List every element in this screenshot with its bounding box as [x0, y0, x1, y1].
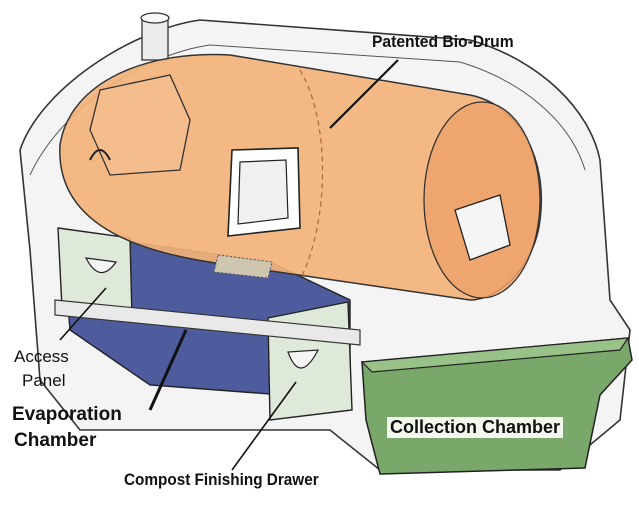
- screen-grate: [213, 254, 273, 279]
- label-access-panel-line2: Panel: [22, 371, 66, 390]
- collection-chamber: [361, 337, 633, 475]
- label-collection-chamber: Collection Chamber: [387, 417, 564, 438]
- label-evaporation-line1: Evaporation: [12, 404, 122, 425]
- collection-chamber-rim: [360, 337, 630, 373]
- access-panel-handle: [84, 257, 118, 274]
- leader-access-panel: [59, 287, 107, 341]
- label-evaporation-line2: Chamber: [14, 430, 97, 451]
- bio-drum-hatch-handle: [89, 149, 111, 161]
- drum-crank-handle: [454, 194, 511, 261]
- vent-cap: [140, 12, 170, 24]
- bio-drum-band: [299, 69, 324, 281]
- base-rail: [54, 299, 361, 346]
- compost-drawer-handle: [287, 349, 320, 369]
- leader-evaporation: [148, 329, 188, 411]
- vent-stack: [141, 17, 169, 61]
- label-bio-drum: Patented Bio-Drum: [372, 32, 514, 51]
- label-access-panel-line1: Access: [14, 347, 69, 366]
- bio-drum-top-hatch: [89, 74, 191, 176]
- leader-compost-drawer: [231, 381, 297, 471]
- label-compost-drawer: Compost Finishing Drawer: [124, 470, 319, 489]
- bio-drum-end-cap: [423, 101, 541, 299]
- leader-bio-drum: [329, 59, 399, 129]
- drum-door-window: [237, 159, 289, 225]
